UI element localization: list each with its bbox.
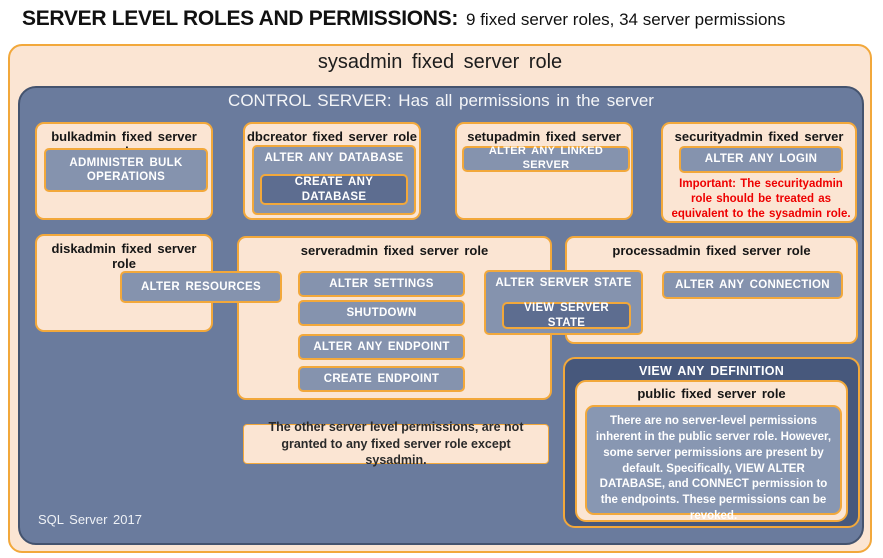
processadmin-role-title: processadmin fixed server role xyxy=(612,243,811,258)
permission-create-any-database: CREATE ANY DATABASE xyxy=(260,174,408,205)
public-role-title: public fixed server role xyxy=(637,386,786,401)
control-server-label: CONTROL SERVER: Has all permissions in t… xyxy=(228,91,654,110)
permission-alter-any-endpoint: ALTER ANY ENDPOINT xyxy=(298,334,465,360)
page-title-heading: SERVER LEVEL ROLES AND PERMISSIONS: xyxy=(22,7,459,30)
sql-server-version-label: SQL Server 2017 xyxy=(38,512,142,527)
other-permissions-note: The other server level permissions, are … xyxy=(243,420,549,467)
public-role-note: There are no server-level permissions in… xyxy=(585,405,842,522)
page-title: SERVER LEVEL ROLES AND PERMISSIONS: 9 fi… xyxy=(22,7,785,31)
permission-alter-settings: ALTER SETTINGS xyxy=(298,271,465,297)
sysadmin-role-label: sysadmin fixed server role xyxy=(317,51,563,73)
securityadmin-role-box: securityadmin fixed server role ALTER AN… xyxy=(661,122,857,223)
bulkadmin-role-box: bulkadmin fixed server role ADMINISTER B… xyxy=(35,122,213,220)
permission-shutdown: SHUTDOWN xyxy=(298,300,465,326)
permission-create-endpoint: CREATE ENDPOINT xyxy=(298,366,465,392)
securityadmin-warning-note: Important: The securityadmin role should… xyxy=(671,178,851,221)
public-role-box: public fixed server role There are no se… xyxy=(575,380,848,522)
setupadmin-role-box: setupadmin fixed server role ALTER ANY L… xyxy=(455,122,633,220)
view-any-definition-box: VIEW ANY DEFINITION public fixed server … xyxy=(563,357,860,528)
permission-alter-any-connection: ALTER ANY CONNECTION xyxy=(662,271,843,299)
permission-alter-resources: ALTER RESOURCES xyxy=(120,271,282,303)
diskadmin-role-title: diskadmin fixed server role xyxy=(51,241,197,271)
permission-administer-bulk-operations: ADMINISTER BULK OPERATIONS xyxy=(44,148,208,192)
serveradmin-role-title: serveradmin fixed server role xyxy=(300,243,489,258)
dbcreator-role-box: dbcreator fixed server role ALTER ANY DA… xyxy=(243,122,421,220)
permission-view-server-state: VIEW SERVER STATE xyxy=(502,302,631,329)
permission-alter-any-login: ALTER ANY LOGIN xyxy=(679,146,843,173)
dbcreator-role-title: dbcreator fixed server role xyxy=(246,129,418,144)
permission-view-any-definition: VIEW ANY DEFINITION xyxy=(638,364,785,378)
permission-alter-any-linked-server: ALTER ANY LINKED SERVER xyxy=(462,145,630,172)
page-title-subtitle: 9 fixed server roles, 34 server permissi… xyxy=(466,10,786,29)
